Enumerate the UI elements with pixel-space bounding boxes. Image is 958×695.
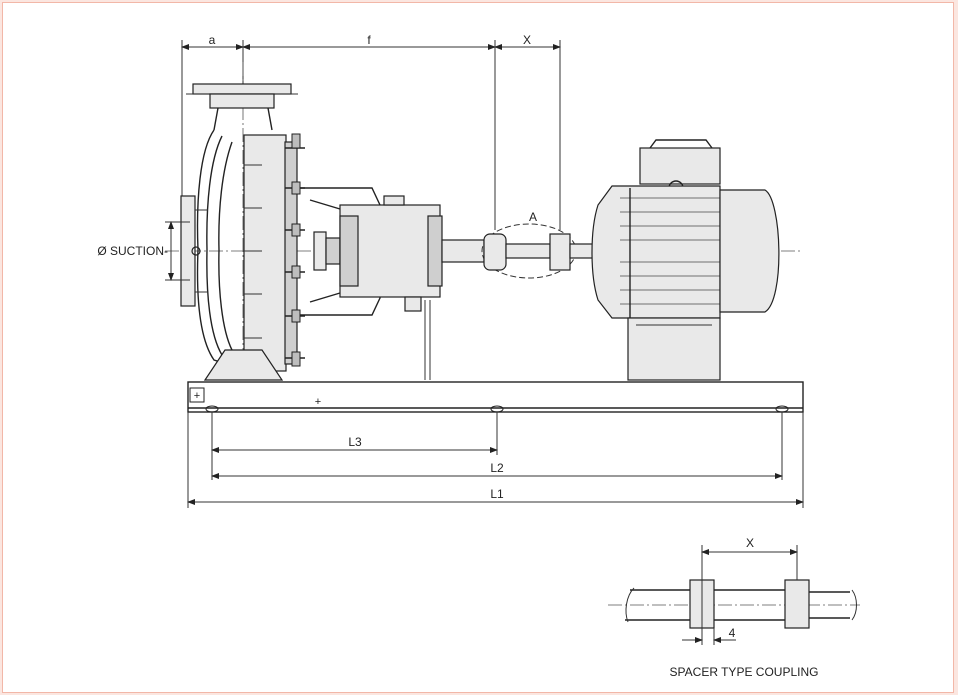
dim-l1-label: L1: [490, 487, 504, 501]
detail-x-label: X: [746, 536, 754, 550]
detail-a-label: A: [529, 210, 537, 224]
dim-l2-label: L2: [490, 461, 504, 475]
svg-text:+: +: [194, 390, 200, 402]
detail-4-label: 4: [729, 626, 736, 640]
spacer-coupling-detail: X 4 SPACER TYPE COUPLING: [608, 536, 860, 679]
dim-l3-label: L3: [348, 435, 362, 449]
suction-label: Ø SUCTION-: [97, 244, 168, 258]
dim-a-label: a: [209, 33, 216, 47]
dim-x-label: X: [523, 33, 531, 47]
top-dimensions: a f X: [181, 33, 561, 230]
electric-motor: [591, 139, 780, 381]
detail-caption: SPACER TYPE COUPLING: [670, 665, 819, 679]
bottom-dimensions: L3 L2 L1: [187, 412, 804, 508]
coupling: A: [481, 210, 597, 279]
pump-casing: [180, 83, 305, 381]
suction-dimension: Ø SUCTION-: [97, 221, 190, 281]
svg-text:+: +: [315, 396, 321, 408]
dim-f-label: f: [367, 33, 371, 47]
bearing-bracket: [300, 187, 485, 380]
baseplate: + +: [187, 381, 804, 413]
